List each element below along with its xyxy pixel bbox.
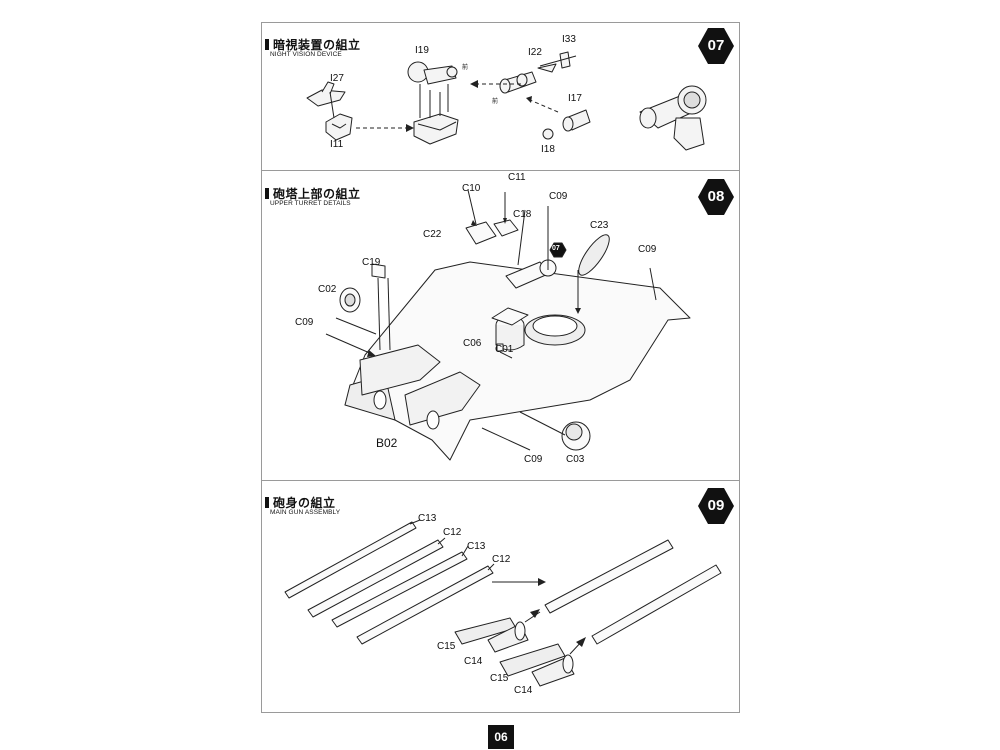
part-label-c15-a: C15 <box>437 641 456 652</box>
part-label-i22: I22 <box>528 47 542 58</box>
part-label-i27: I27 <box>330 73 344 84</box>
part-label-c19: C19 <box>362 257 381 268</box>
part-label-i17: I17 <box>568 93 582 104</box>
step09-number: 09 <box>707 497 725 514</box>
part-label-c10: C10 <box>462 183 481 194</box>
step07-badge: 07 <box>697 27 735 65</box>
part-label-b02: B02 <box>376 436 398 450</box>
part-label-c03: C03 <box>566 454 585 465</box>
section-divider <box>261 170 740 171</box>
part-label-c13-a: C13 <box>418 513 437 524</box>
part-label-c02: C02 <box>318 284 337 295</box>
part-label-c09-left: C09 <box>295 317 314 328</box>
step09-badge: 09 <box>697 487 735 525</box>
part-label-c12-b: C12 <box>492 554 511 565</box>
part-label-c15-b: C15 <box>490 673 509 684</box>
step08-number: 08 <box>707 188 725 205</box>
part-label-i19: I19 <box>415 45 429 56</box>
part-label-c14-a: C14 <box>464 656 483 667</box>
page-number: 06 <box>488 725 514 749</box>
step08-title: 砲塔上部の組立 <box>265 185 361 202</box>
part-label-c11: C11 <box>508 172 526 183</box>
part-label-i33: I33 <box>562 34 576 45</box>
part-label-c06: C06 <box>463 338 482 349</box>
part-label-c01: C01 <box>495 344 514 355</box>
part-label-c09-right: C09 <box>638 244 657 255</box>
front-mark: 前 <box>462 65 469 71</box>
step07-title: 暗視装置の組立 <box>265 36 361 53</box>
step07-subtitle: NIGHT VISION DEVICE <box>270 51 342 58</box>
page-frame <box>261 22 740 713</box>
part-label-i11: I11 <box>330 139 344 150</box>
part-label-i18: I18 <box>541 144 555 155</box>
part-label-c09-bottom: C09 <box>524 454 543 465</box>
step-reference-07: 07 <box>552 245 560 252</box>
front-mark: 前 <box>492 99 499 105</box>
part-label-c12-a: C12 <box>443 527 462 538</box>
step09-subtitle: MAIN GUN ASSEMBLY <box>270 509 341 516</box>
step08-subtitle: UPPER TURRET DETAILS <box>270 200 351 207</box>
part-label-c18: C18 <box>513 209 532 220</box>
section-divider <box>261 480 740 481</box>
step09-title: 砲身の組立 <box>265 494 336 511</box>
part-label-c14-b: C14 <box>514 685 533 696</box>
part-label-c23: C23 <box>590 220 609 231</box>
part-label-c09-top: C09 <box>549 191 568 202</box>
step08-badge: 08 <box>697 178 735 216</box>
part-label-c13-b: C13 <box>467 541 486 552</box>
step07-number: 07 <box>707 37 725 54</box>
part-label-c22: C22 <box>423 229 442 240</box>
